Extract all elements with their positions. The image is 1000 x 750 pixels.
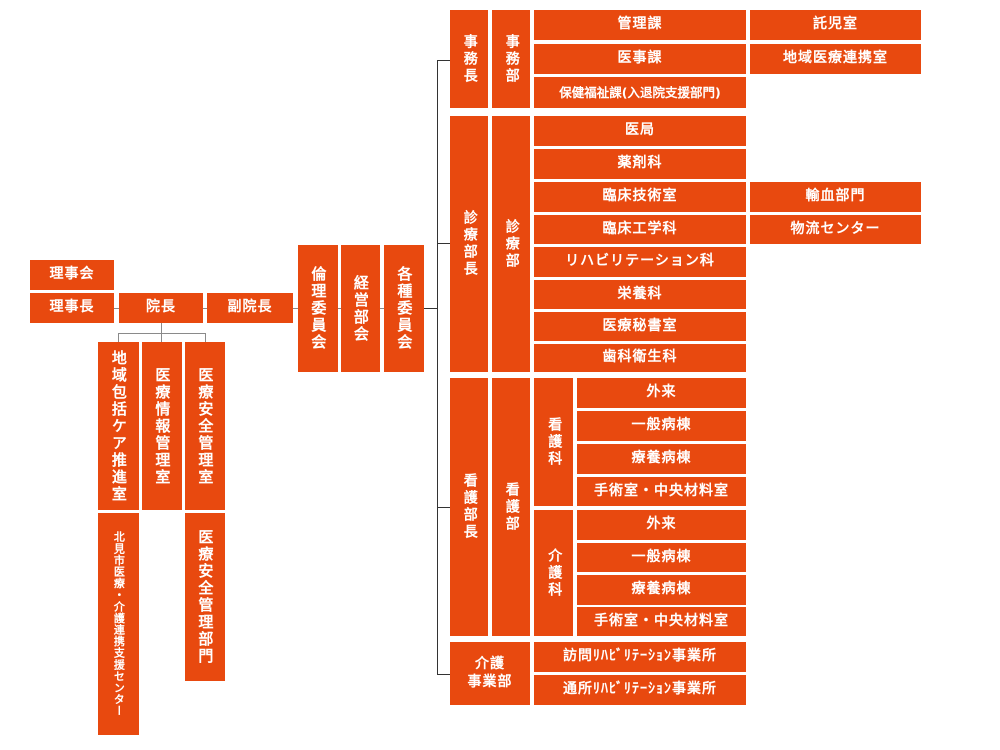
box-medical-head: 診療部長 xyxy=(450,116,488,372)
connector-office-1 xyxy=(118,333,119,342)
box-nursing-section: 看護科 xyxy=(534,378,573,506)
box-medical-section-2: 薬剤科 xyxy=(534,149,746,179)
box-medical-section-4: 臨床工学科 xyxy=(534,215,746,244)
box-medical-department: 診療部 xyxy=(492,116,530,372)
branch-medical xyxy=(437,243,450,244)
connector-vice-committee xyxy=(293,308,298,309)
box-various-committees: 各種委員会 xyxy=(384,245,424,372)
box-nursing-department: 看護部 xyxy=(492,378,530,636)
box-medical-section-8: 歯科衛生科 xyxy=(534,344,746,372)
connector-committee-trunk xyxy=(424,308,437,309)
box-care-unit-2: 一般病棟 xyxy=(577,543,746,572)
box-nursing-unit-3: 療養病棟 xyxy=(577,444,746,474)
box-admin-section-2: 医事課 xyxy=(534,44,746,74)
connector-director-down xyxy=(161,323,162,333)
box-admin-section-1: 管理課 xyxy=(534,10,746,40)
box-medical-section-5: リハビリテーション科 xyxy=(534,247,746,277)
box-medical-section-3: 臨床技術室 xyxy=(534,182,746,212)
box-chairman: 理事長 xyxy=(30,293,114,323)
connector-committee-1 xyxy=(338,308,341,309)
box-care-office-1: 訪問ﾘﾊﾋﾞﾘﾃｰｼｮﾝ事業所 xyxy=(534,642,746,672)
connector-chairman-director xyxy=(114,308,119,309)
connector-committee-2 xyxy=(380,308,384,309)
box-medical-attached-2: 物流センター xyxy=(750,215,921,244)
box-medical-section-1: 医局 xyxy=(534,116,746,146)
branch-nursing xyxy=(437,507,450,508)
box-director: 院長 xyxy=(119,293,203,323)
box-medical-attached-1: 輸血部門 xyxy=(750,182,921,212)
box-care-section: 介護科 xyxy=(534,510,573,636)
branch-care-business xyxy=(437,674,450,675)
box-vice-director: 副院長 xyxy=(207,293,293,323)
connector-office-3 xyxy=(205,333,206,342)
box-kitami-center: 北見市医療・介護連携支援センター xyxy=(98,513,139,735)
box-nursing-unit-2: 一般病棟 xyxy=(577,411,746,441)
box-admin-attached-2: 地域医療連携室 xyxy=(750,44,921,74)
box-medical-section-7: 医療秘書室 xyxy=(534,312,746,341)
connector-office-2 xyxy=(161,333,162,342)
box-care-unit-1: 外来 xyxy=(577,510,746,540)
box-board: 理事会 xyxy=(30,260,114,290)
box-community-care-office: 地域包括ケア推進室 xyxy=(98,342,139,510)
connector-offices-bar xyxy=(118,333,206,334)
box-medical-safety-department: 医療安全管理部門 xyxy=(185,513,225,681)
box-medical-information-office: 医療情報管理室 xyxy=(142,342,182,510)
box-medical-section-6: 栄養科 xyxy=(534,280,746,309)
box-care-business: 介護 事業部 xyxy=(450,642,530,705)
box-administration-head: 事務長 xyxy=(450,10,488,108)
box-admin-section-3: 保健福祉課(入退院支援部門) xyxy=(534,77,746,108)
box-care-office-2: 通所ﾘﾊﾋﾞﾘﾃｰｼｮﾝ事業所 xyxy=(534,675,746,705)
box-management-council: 経営部会 xyxy=(341,245,380,372)
box-medical-safety-office: 医療安全管理室 xyxy=(185,342,225,510)
box-nursing-unit-4: 手術室・中央材料室 xyxy=(577,477,746,506)
box-nursing-head: 看護部長 xyxy=(450,378,488,636)
box-admin-attached-1: 託児室 xyxy=(750,10,921,40)
connector-director-vice xyxy=(203,308,207,309)
box-care-unit-3: 療養病棟 xyxy=(577,575,746,605)
box-care-unit-4: 手術室・中央材料室 xyxy=(577,607,746,636)
trunk-line xyxy=(437,60,438,675)
box-ethics-committee: 倫理委員会 xyxy=(298,245,338,372)
box-nursing-unit-1: 外来 xyxy=(577,378,746,408)
box-administration-department: 事務部 xyxy=(492,10,530,108)
branch-administration xyxy=(437,60,450,61)
